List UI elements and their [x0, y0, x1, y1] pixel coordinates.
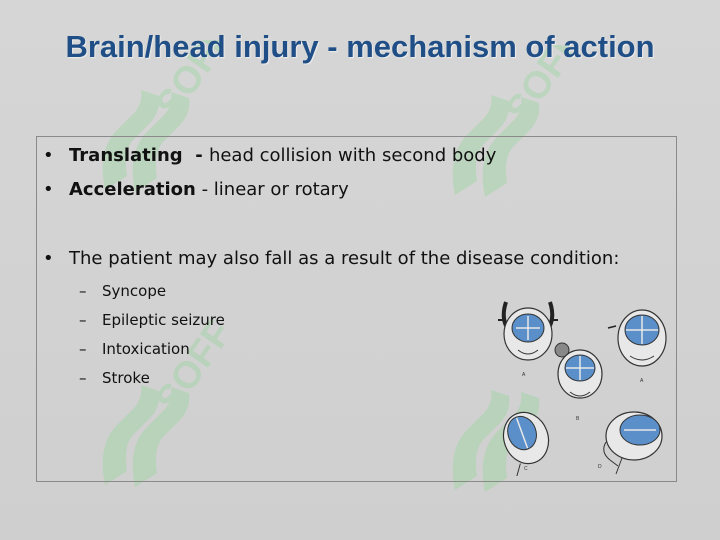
bullet-dot-icon: •	[43, 179, 54, 200]
figure-label-a: A	[522, 372, 526, 378]
bullet-dot-icon: •	[43, 145, 54, 166]
sub-item-epileptic-seizure: –Epileptic seizure	[79, 311, 225, 329]
bullet-term: Translating	[69, 145, 183, 166]
sub-item-label: Stroke	[102, 369, 150, 387]
bullet-translating: • Translating - head collision with secon…	[43, 145, 496, 166]
sub-item-stroke: –Stroke	[79, 369, 150, 387]
head-a-icon	[498, 301, 558, 361]
head-d-icon	[603, 411, 663, 475]
sub-item-label: Syncope	[102, 282, 167, 300]
sub-item-label: Intoxication	[102, 340, 190, 358]
content-box: • Translating - head collision with secon…	[36, 136, 677, 482]
figure-label-c: C	[524, 466, 528, 472]
head-b-icon	[554, 342, 603, 399]
head-injury-illustration: A B A C	[498, 301, 667, 476]
sub-item-syncope: –Syncope	[79, 282, 167, 300]
bullet-separator: -	[195, 179, 214, 200]
sub-item-intoxication: –Intoxication	[79, 340, 190, 358]
figure-label-a-right: A	[640, 378, 644, 384]
slide-title: Brain/head injury - mechanism of action	[65, 29, 655, 64]
head-c-icon	[502, 411, 550, 476]
bullet-term: Acceleration	[69, 179, 196, 200]
bullet-statement: • The patient may also fall as a result o…	[43, 248, 619, 269]
bullet-text: head collision with second body	[208, 145, 497, 166]
figure-label-b: B	[576, 416, 580, 422]
bullet-dot-icon: •	[43, 248, 54, 269]
bullet-text: linear or rotary	[213, 179, 349, 200]
statement-text: The patient may also fall as a result of…	[69, 248, 620, 269]
sub-item-label: Epileptic seizure	[102, 311, 225, 329]
figure-label-d: D	[598, 464, 602, 470]
head-top-right-icon	[607, 309, 667, 367]
bullet-acceleration: • Acceleration - linear or rotary	[43, 179, 349, 200]
bullet-separator: -	[182, 145, 209, 166]
